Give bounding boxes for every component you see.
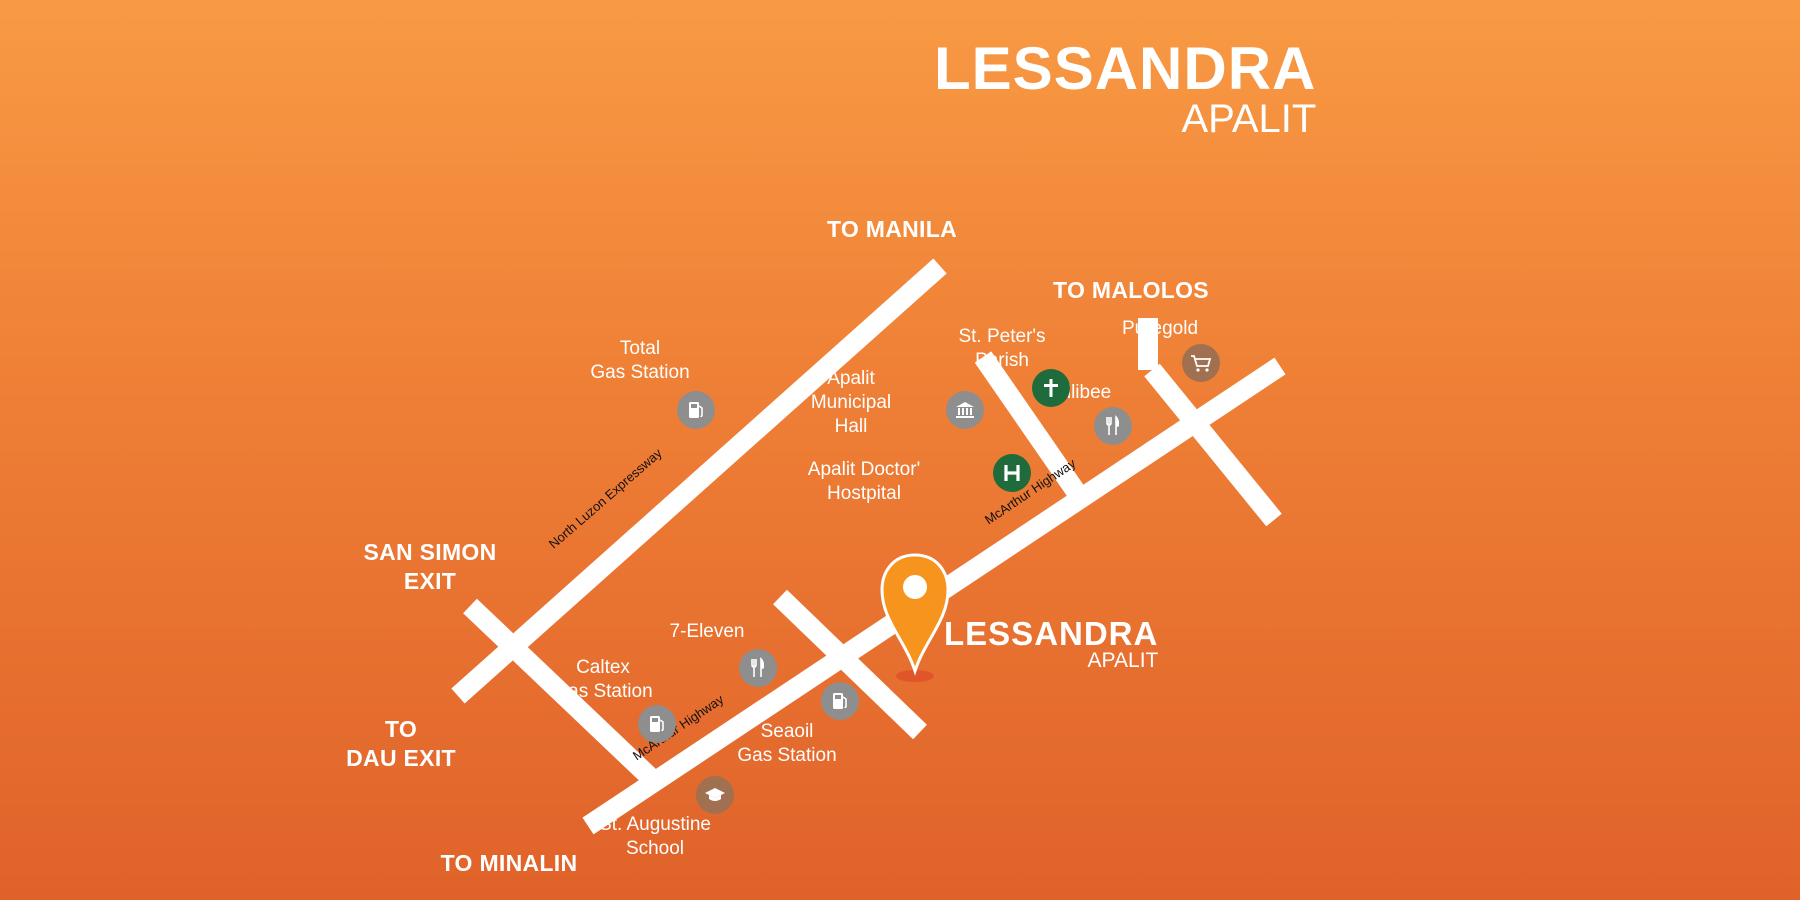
hospital-line1: Apalit Doctor'	[807, 459, 921, 480]
san-simon-line1: SAN SIMON	[363, 539, 497, 565]
puregold-label: Puregold	[1121, 318, 1199, 339]
fork-knife-icon	[1094, 407, 1132, 445]
pin-logo-sub: APALIT	[1087, 649, 1159, 672]
st-augustine-line2: School	[625, 837, 685, 859]
pin-logo: LESSANDRA APALIT	[944, 615, 1158, 673]
seven-eleven-label: 7-Eleven	[669, 621, 745, 642]
total-gas-line2: Gas Station	[590, 361, 690, 383]
st-augustine-label: St. Augustine School	[599, 813, 711, 861]
gas-pump-icon	[638, 705, 676, 743]
st-peter-cross-road	[974, 351, 1086, 499]
pin-shadow	[896, 670, 934, 682]
gas-pump-icon	[821, 682, 859, 720]
shopping-cart-icon	[1182, 344, 1220, 382]
st-peter-line1: St. Peter's	[958, 326, 1046, 347]
san-simon-line2: EXIT	[403, 567, 457, 594]
fork-knife-icon	[739, 649, 777, 687]
to-minalin-label: TO MINALIN	[440, 850, 578, 876]
gas-pump-icon	[677, 391, 715, 429]
hospital-label: Apalit Doctor' Hostpital	[808, 458, 920, 506]
dau-exit-label: TO DAU EXIT	[346, 715, 456, 773]
to-malolos-label: TO MALOLOS	[1053, 277, 1209, 303]
graduation-cap-icon	[696, 776, 734, 814]
header-logo-name: LESSANDRA	[934, 35, 1317, 102]
government-building-icon	[946, 391, 984, 429]
san-simon-connector-road	[463, 598, 660, 788]
malolos-cross-road	[1144, 363, 1282, 527]
nlex-road	[451, 258, 947, 704]
caltex-line1: Caltex	[576, 657, 630, 678]
header-logo: LESSANDRA APALIT	[934, 34, 1316, 142]
seaoil-line2: Gas Station	[737, 744, 837, 766]
total-gas-label: Total Gas Station	[590, 337, 689, 385]
header-logo-sub: APALIT	[1181, 97, 1317, 141]
san-simon-exit-label: SAN SIMON EXIT	[363, 538, 496, 596]
municipal-line2: Municipal	[810, 391, 892, 413]
hospital-line2: Hostpital	[827, 482, 901, 504]
st-peter-line2: Parish	[975, 349, 1029, 371]
seaoil-gas-label: Seaoil Gas Station	[737, 720, 836, 768]
municipal-hall-label: Apalit Municipal Hall	[811, 367, 891, 438]
to-manila-label: TO MANILA	[826, 216, 958, 242]
pin-logo-name: LESSANDRA	[944, 615, 1159, 652]
location-pin-icon	[880, 553, 950, 676]
st-augustine-line1: St. Augustine	[599, 814, 711, 835]
hospital-icon	[993, 454, 1031, 492]
cross-church-icon	[1032, 369, 1070, 407]
seaoil-cross-road	[773, 589, 927, 740]
municipal-line1: Apalit	[827, 368, 875, 389]
dau-line2: DAU EXIT	[346, 744, 456, 771]
seaoil-line1: Seaoil	[760, 721, 814, 742]
caltex-line2: Gas Station	[553, 680, 653, 702]
st-peters-parish-label: St. Peter's Parish	[958, 325, 1045, 373]
caltex-gas-label: Caltex Gas Station	[553, 656, 652, 704]
municipal-line3: Hall	[834, 415, 868, 437]
total-gas-line1: Total	[619, 338, 661, 359]
dau-line1: TO	[384, 716, 418, 742]
